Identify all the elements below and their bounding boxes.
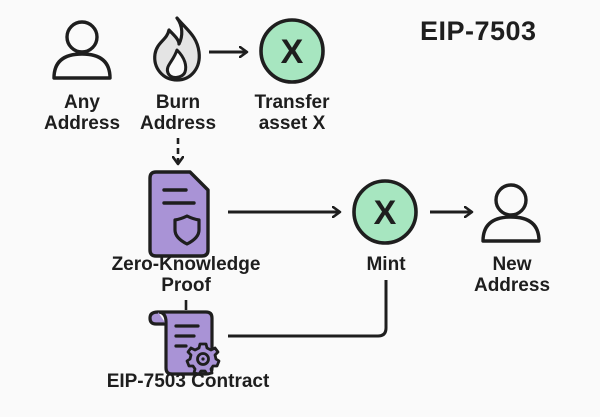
edge-contract-to-mint [228, 280, 388, 338]
label-line: Any [64, 92, 100, 113]
label-zk-proof: Zero-Knowledge Proof [112, 254, 261, 296]
label-transfer-asset: Transfer asset X [255, 92, 330, 134]
label-line: Mint [366, 254, 406, 275]
svg-text:X: X [374, 194, 397, 232]
label-line: Zero-Knowledge [111, 254, 261, 275]
label-line: Address [139, 113, 217, 134]
gear-icon [185, 342, 221, 376]
label-line: EIP-7503 Contract [106, 371, 270, 392]
shield-document-icon [148, 170, 210, 258]
label-burn-address: Burn Address [140, 92, 216, 134]
label-line: Proof [161, 275, 211, 296]
label-any-address: Any Address [44, 92, 120, 134]
label-line: New [492, 254, 532, 275]
diagram-title: EIP-7503 [420, 16, 537, 46]
label-new-address: New Address [474, 254, 550, 296]
mint-token-icon: X [352, 179, 418, 245]
label-line: Address [43, 113, 121, 134]
person-icon [481, 183, 541, 243]
label-line: Address [473, 275, 551, 296]
label-line: asset X [258, 113, 326, 134]
label-mint: Mint [366, 254, 405, 275]
contract-scroll-gear-icon [148, 310, 221, 376]
label-line: Burn [155, 92, 201, 113]
flame-icon [153, 16, 201, 82]
person-icon [52, 20, 112, 80]
label-line: Transfer [254, 92, 330, 113]
svg-text:X: X [281, 33, 304, 71]
asset-x-icon: X [259, 18, 325, 84]
label-contract: EIP-7503 Contract [107, 371, 270, 392]
